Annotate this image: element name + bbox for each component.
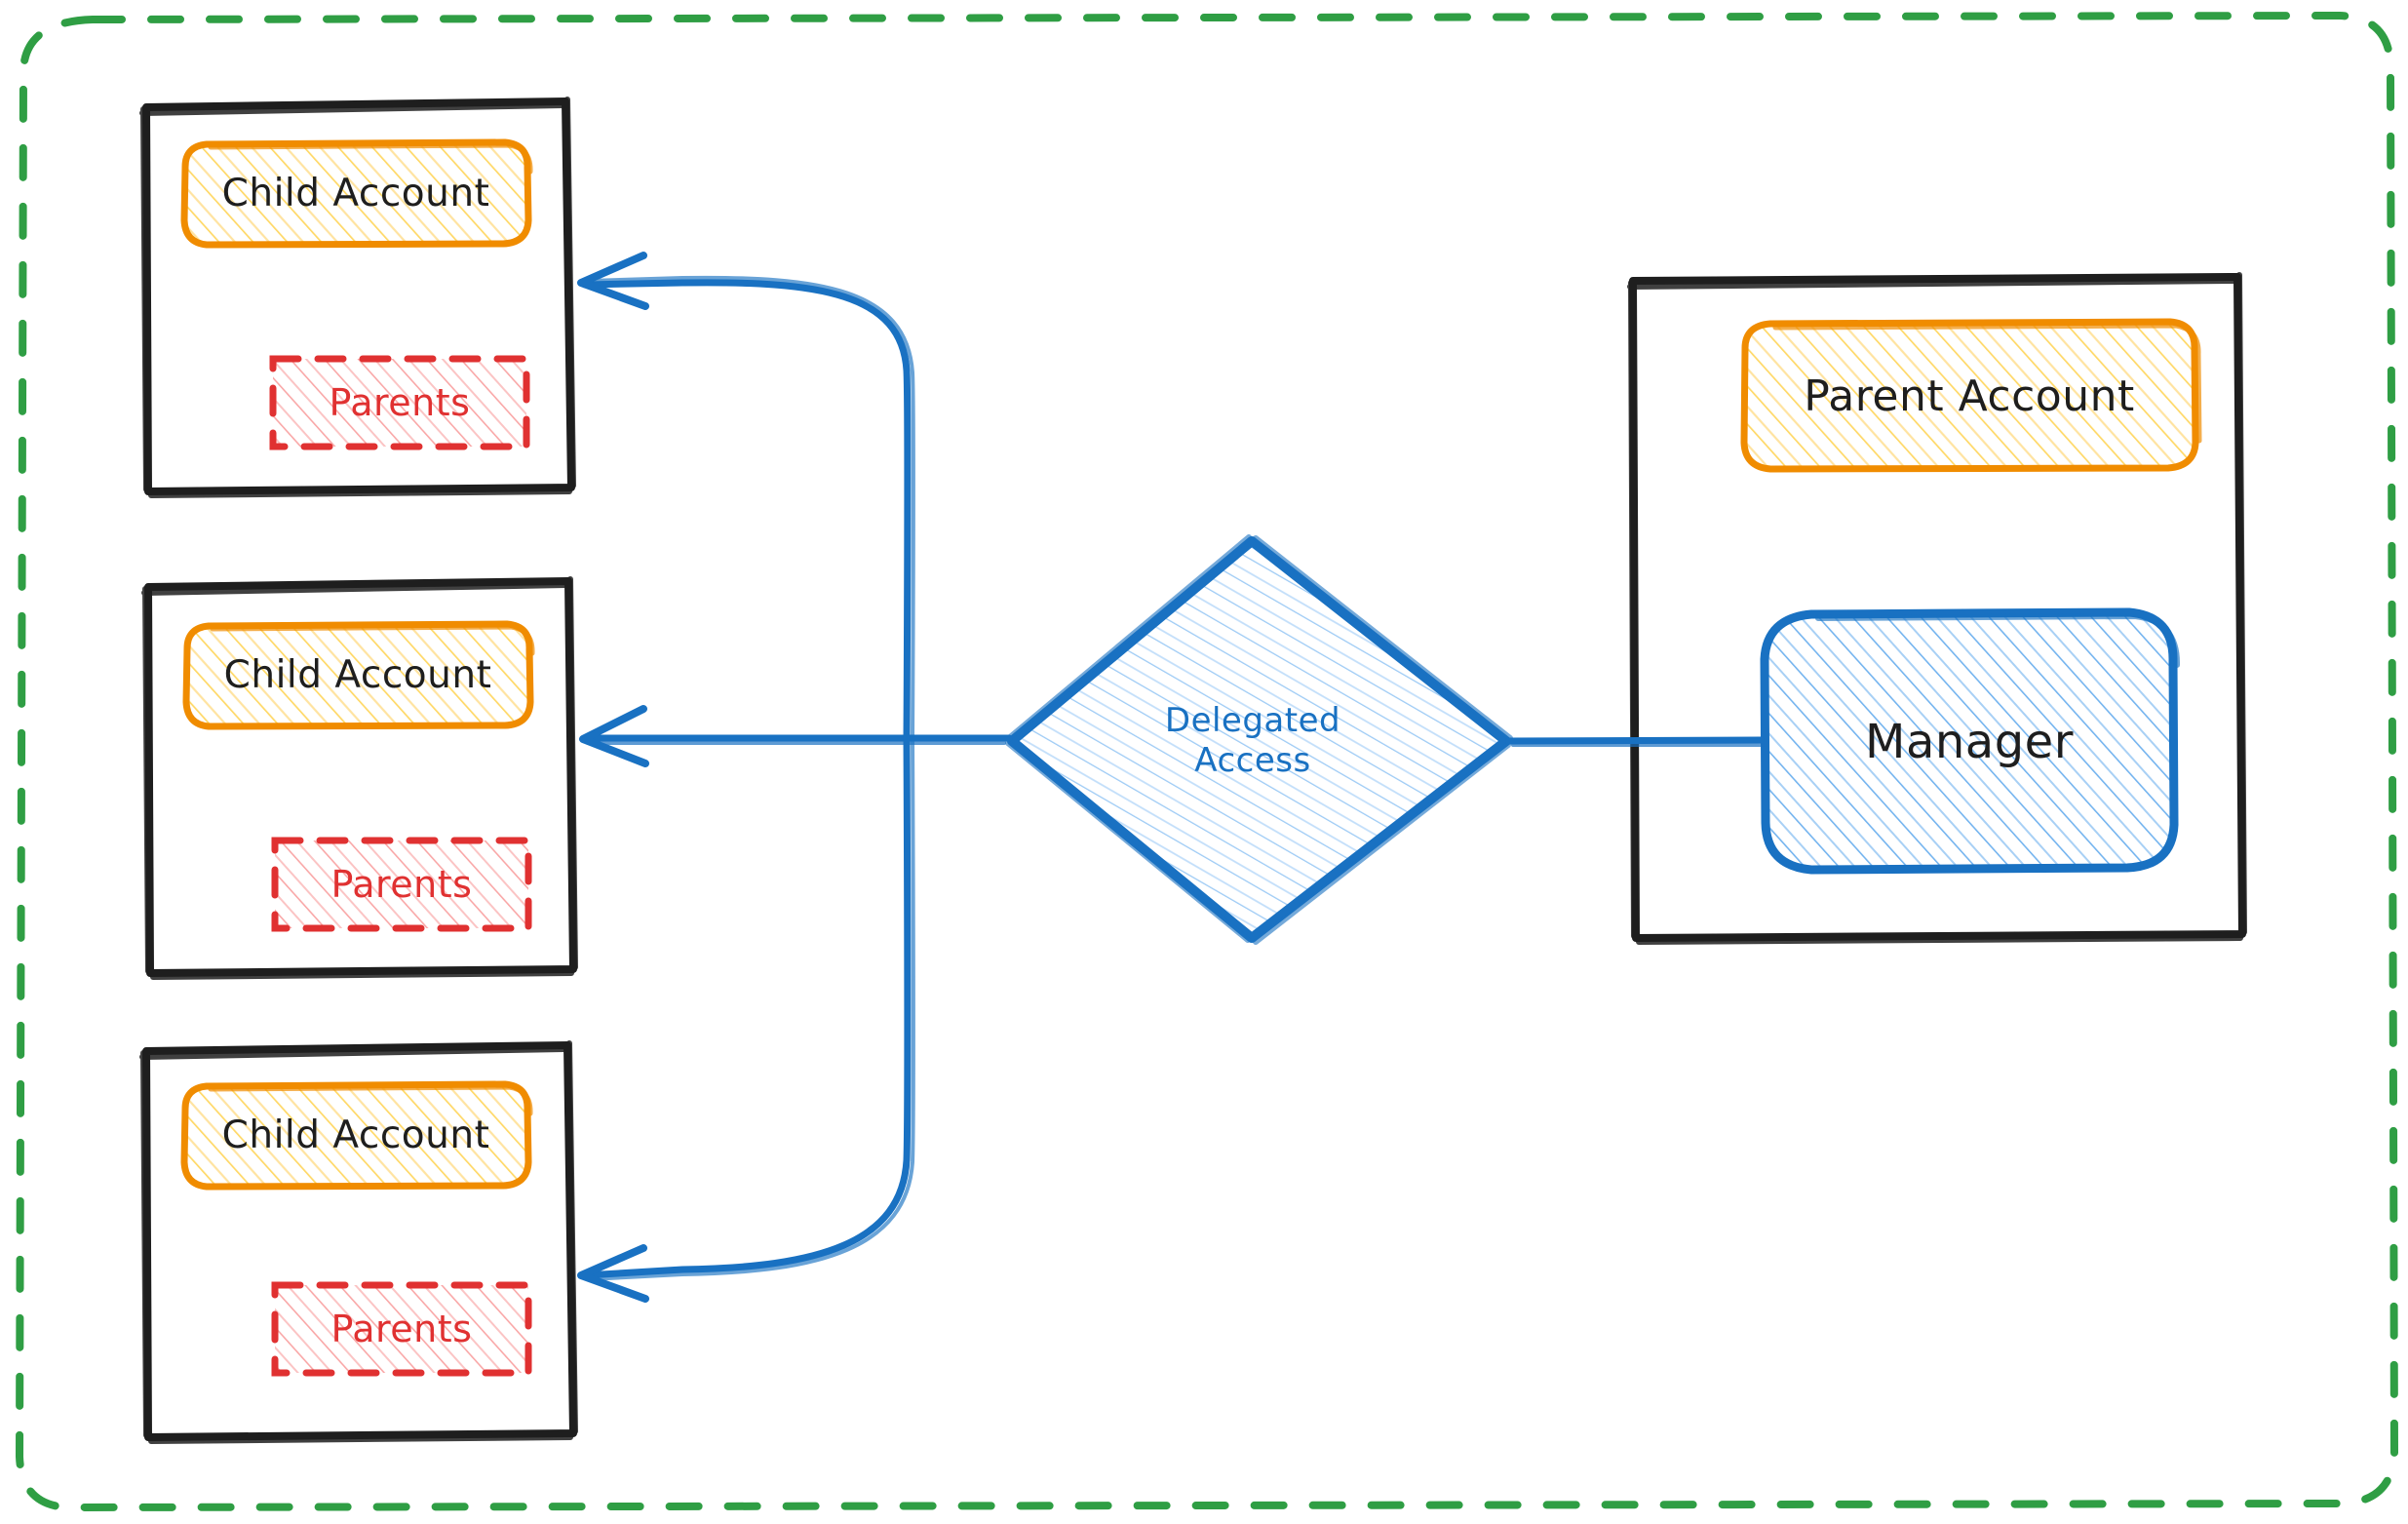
child-account-badge-2[interactable] xyxy=(182,620,535,730)
delegated-access-diamond[interactable] xyxy=(1005,534,1513,945)
parents-badge-2[interactable] xyxy=(271,837,532,932)
connector-to-child-1 xyxy=(577,252,915,742)
parents-badge-1[interactable] xyxy=(269,355,530,450)
child-account-badge-3[interactable] xyxy=(180,1080,533,1191)
connector-to-child-2 xyxy=(579,705,1013,767)
parents-badge-3[interactable] xyxy=(271,1281,532,1377)
manager-badge[interactable] xyxy=(1760,607,2181,875)
child-account-badge-1[interactable] xyxy=(180,138,533,249)
connector-manager-to-delegated-access xyxy=(1505,736,1765,747)
connector-to-child-3 xyxy=(577,734,915,1303)
parent-account-badge[interactable] xyxy=(1740,318,2202,473)
organization-boundary xyxy=(15,11,2399,1512)
